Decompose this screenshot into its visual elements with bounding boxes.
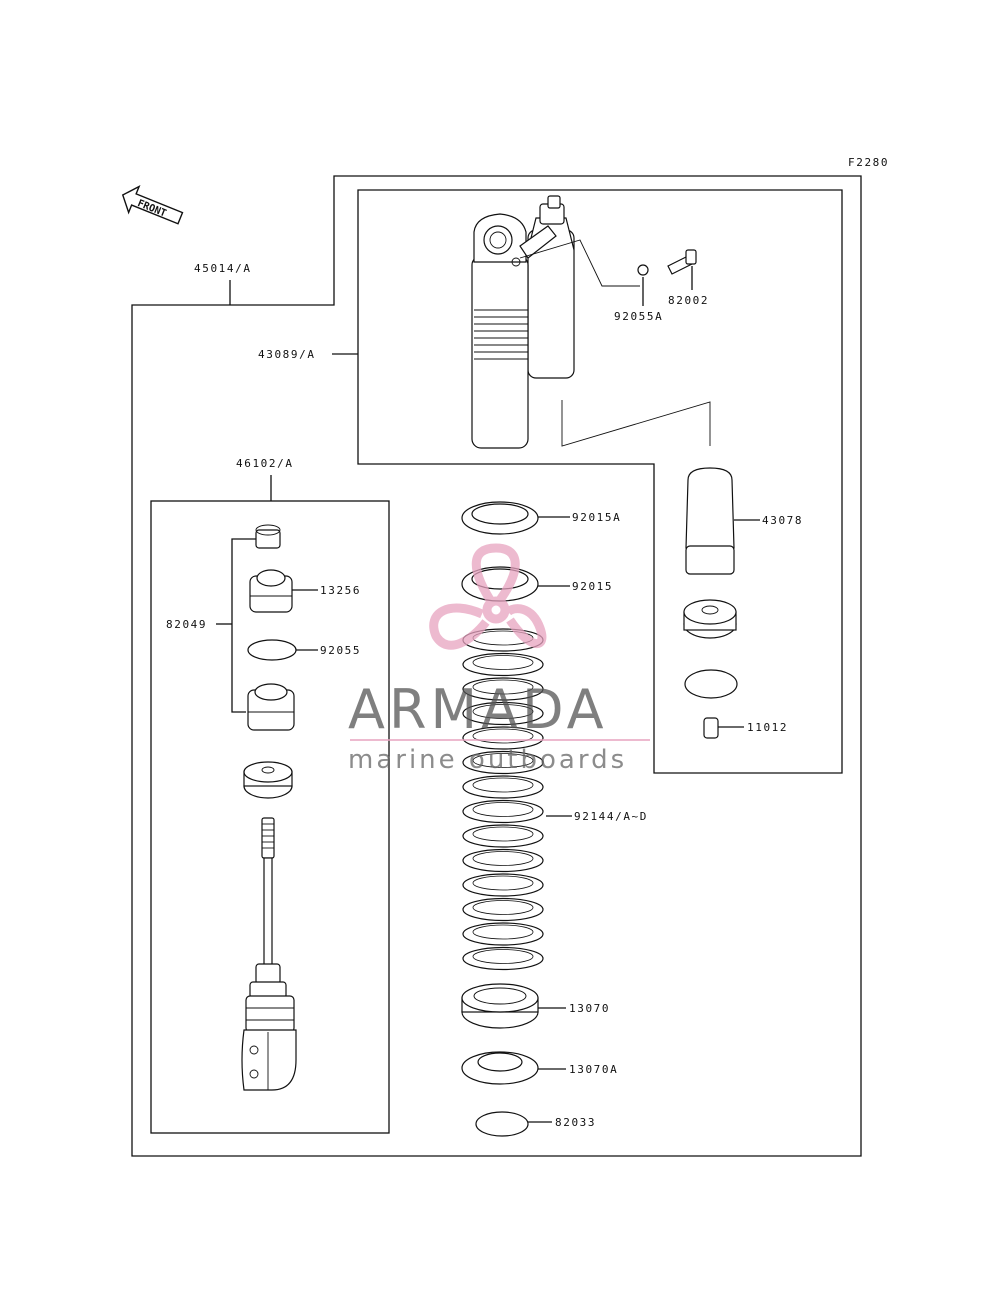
front-arrow-icon: FRONT: [121, 185, 184, 225]
callout-82033: 82033: [555, 1116, 596, 1129]
armada-logo-watermark: ARMADA marine outboards: [348, 543, 650, 775]
callout-13256: 13256: [320, 584, 361, 597]
seal-housing-part: [247, 683, 295, 731]
callout-11012: 11012: [747, 721, 788, 734]
o-ring-small-part: [637, 264, 649, 276]
reservoir-circlip-part: [684, 669, 738, 699]
cylinder-subassembly-box: [357, 189, 843, 774]
propeller-icon: [429, 543, 547, 650]
callout-46102A: 46102/A: [236, 457, 294, 470]
spring-seat-part: [461, 983, 539, 1029]
callout-13070A: 13070A: [569, 1063, 618, 1076]
piston-rod-subassembly-box: [150, 500, 390, 1134]
bleed-bolt-part: [667, 249, 697, 275]
callout-92055: 92055: [320, 644, 361, 657]
callout-92055A: 92055A: [614, 310, 663, 323]
callout-92015A: 92015A: [572, 511, 621, 524]
bushing-part: [249, 569, 293, 613]
rod-nut-part: [255, 524, 281, 549]
callout-45014A: 45014/A: [194, 262, 252, 275]
o-ring-part: [247, 639, 297, 661]
spring-seat-a-part: [461, 1051, 539, 1085]
callout-43089A: 43089/A: [258, 348, 316, 361]
callout-92144: 92144/A~D: [574, 810, 648, 823]
figure-code: F2280: [848, 156, 889, 169]
watermark-title: ARMADA: [348, 678, 608, 741]
bladder-seat-part: [683, 599, 737, 639]
callout-13070: 13070: [569, 1002, 610, 1015]
air-valve-part: [703, 717, 719, 739]
callout-82049: 82049: [166, 618, 207, 631]
callout-82002: 82002: [668, 294, 709, 307]
shock-cylinder-drawing: [471, 195, 640, 449]
piston-rod-part: [241, 817, 297, 1091]
reservoir-cap-part: [685, 467, 735, 575]
assembly-outline: [131, 175, 862, 1157]
callout-43078: 43078: [762, 514, 803, 527]
circlip-part: [475, 1111, 529, 1137]
lock-nut-a-part: [461, 501, 539, 535]
watermark-subtitle: marine outboards: [348, 745, 627, 775]
bump-stop-part: [243, 761, 293, 799]
seal-set-bracket: [231, 538, 256, 713]
callout-92015: 92015: [572, 580, 613, 593]
